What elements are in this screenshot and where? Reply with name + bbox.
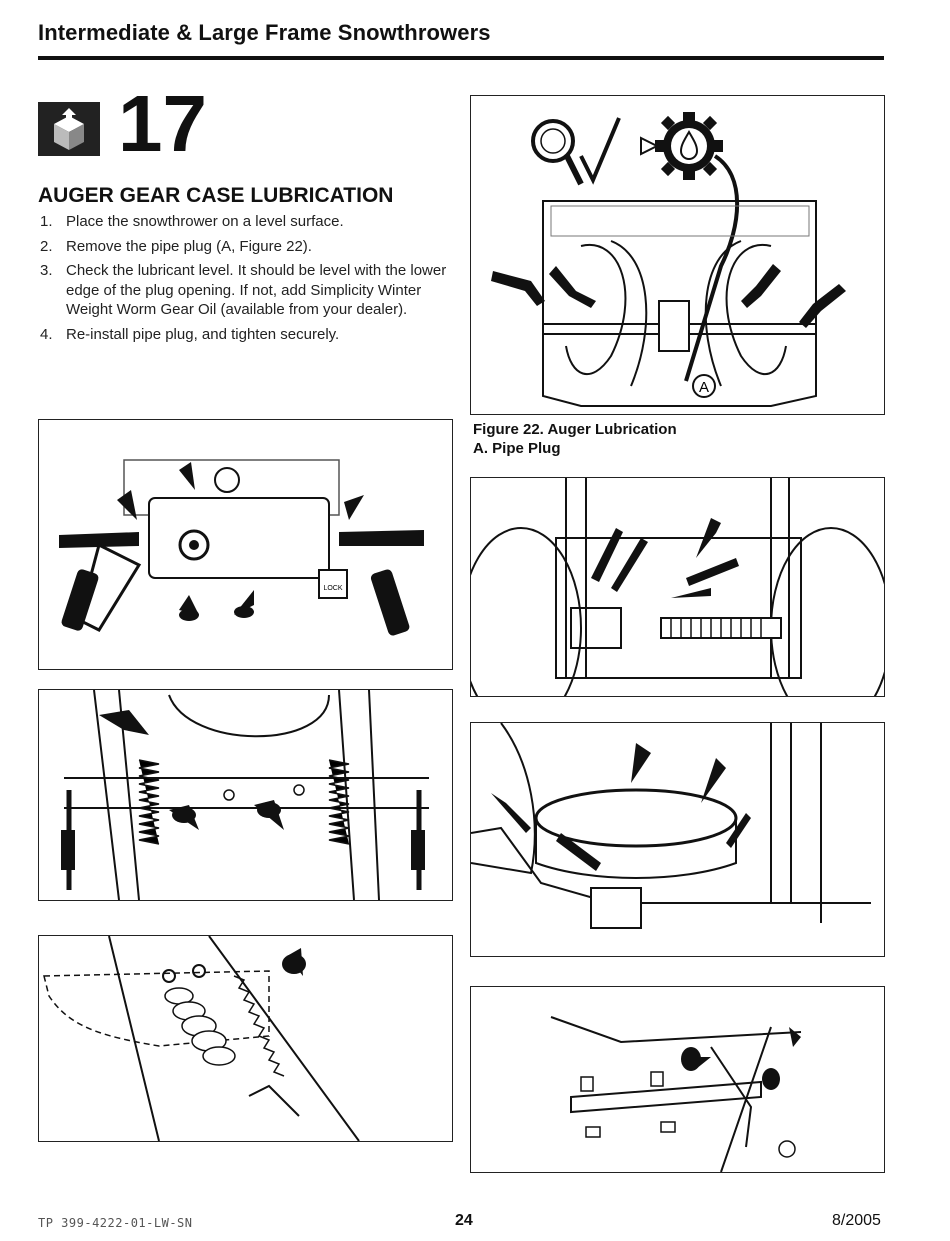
- callout-label-a: A: [699, 379, 709, 396]
- oil-gear-icon: [640, 112, 723, 180]
- figure-22-auger-illustration: A: [470, 95, 885, 415]
- drive-lubrication-illustration: [470, 477, 885, 697]
- figure-caption-title: Figure 22. Auger Lubrication: [473, 421, 677, 438]
- check-mark-icon: [579, 117, 621, 185]
- step-number: 17: [118, 79, 207, 168]
- control-linkage-lubrication-illustration: [38, 935, 453, 1142]
- handle-lubrication-illustration: LOCK: [38, 419, 453, 670]
- revision-date: 8/2005: [832, 1212, 881, 1229]
- figure-22-caption: Figure 22. Auger Lubrication A. Pipe Plu…: [473, 420, 677, 458]
- inspect-magnifier-icon: [531, 119, 584, 186]
- section-heading: AUGER GEAR CASE LUBRICATION: [38, 184, 394, 207]
- spring-lubrication-illustration: [38, 689, 453, 901]
- instruction-step: 2.Remove the pipe plug (A, Figure 22).: [40, 237, 312, 255]
- instruction-step: 4.Re-install pipe plug, and tighten secu…: [40, 325, 340, 343]
- header-divider: [38, 56, 884, 60]
- page-number: 24: [455, 1212, 473, 1229]
- page-header-title: Intermediate & Large Frame Snowthrowers: [38, 20, 491, 45]
- figure-caption-item: A. Pipe Plug: [473, 440, 561, 457]
- lock-label: LOCK: [323, 585, 342, 592]
- instruction-step: 3.Check the lubricant level. It should b…: [40, 262, 447, 318]
- document-code: TP 399-4222-01-LW-SN: [38, 1216, 193, 1230]
- box-maintenance-icon: [38, 102, 100, 156]
- instruction-step: 1.Place the snowthrower on a level surfa…: [40, 213, 344, 230]
- bracket-lubrication-illustration: [470, 986, 885, 1173]
- chute-gear-lubrication-illustration: [470, 722, 885, 957]
- instruction-steps: 1.Place the snowthrower on a level surfa…: [38, 212, 448, 349]
